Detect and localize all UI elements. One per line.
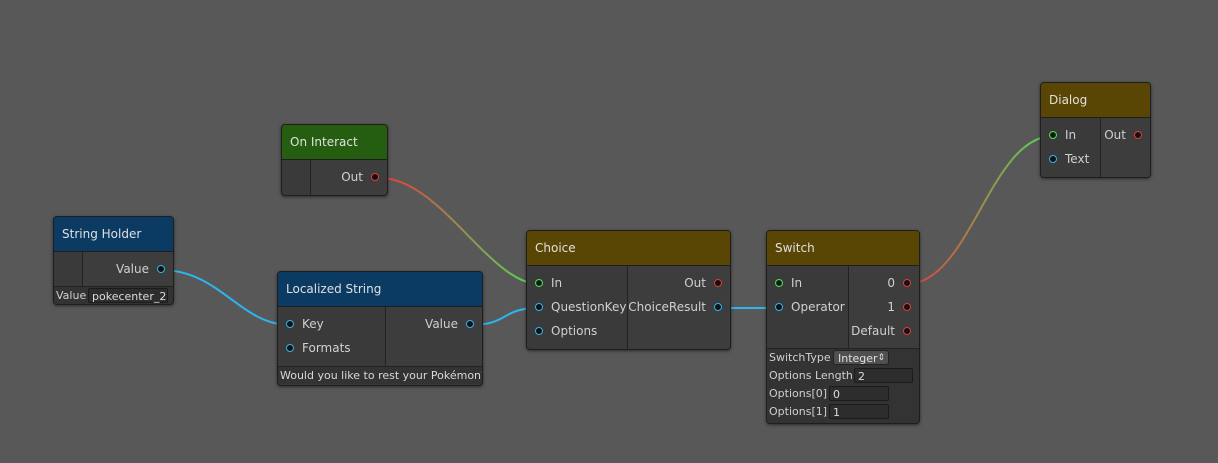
options-length-field[interactable]: 2 bbox=[854, 368, 913, 383]
data-port-icon[interactable] bbox=[157, 265, 165, 273]
port-in-question-key[interactable]: QuestionKey bbox=[527, 295, 626, 319]
option-1-row: Options[1] 1 bbox=[767, 403, 919, 420]
exec-port-icon[interactable] bbox=[714, 279, 722, 287]
dialog-node[interactable]: Dialog In Text Out bbox=[1040, 82, 1151, 178]
node-title[interactable]: On Interact bbox=[282, 125, 387, 160]
switch-type-row: SwitchType Integer ⇕ bbox=[767, 349, 919, 366]
option-0-field[interactable]: 0 bbox=[829, 386, 889, 401]
updown-arrow-icon: ⇕ bbox=[877, 353, 885, 363]
port-out-default[interactable]: Default bbox=[851, 319, 919, 343]
port-out-value[interactable]: Value bbox=[425, 312, 482, 336]
string-holder-node[interactable]: String Holder Value Value pokecenter_2 bbox=[53, 216, 174, 305]
port-label: QuestionKey bbox=[551, 300, 627, 314]
data-port-icon[interactable] bbox=[535, 327, 543, 335]
port-label: Value bbox=[116, 262, 149, 276]
wire-stringholder-to-localized bbox=[160, 269, 291, 326]
port-out-1[interactable]: 1 bbox=[887, 295, 919, 319]
on-interact-node[interactable]: On Interact Out bbox=[281, 124, 388, 196]
field-label: Options[0] bbox=[769, 387, 828, 400]
port-label: Options bbox=[551, 324, 598, 338]
port-out-choice-result[interactable]: ChoiceResult bbox=[628, 295, 730, 319]
wire-switch-to-dialog bbox=[906, 135, 1054, 285]
data-port-icon[interactable] bbox=[775, 303, 783, 311]
exec-port-icon[interactable] bbox=[535, 279, 543, 287]
data-port-icon[interactable] bbox=[466, 320, 474, 328]
port-label: Value bbox=[425, 317, 458, 331]
port-label: 1 bbox=[887, 300, 895, 314]
field-label: SwitchType bbox=[769, 351, 831, 364]
port-out[interactable]: Out bbox=[684, 271, 730, 295]
data-port-icon[interactable] bbox=[286, 320, 294, 328]
exec-port-icon[interactable] bbox=[903, 279, 911, 287]
data-port-icon[interactable] bbox=[535, 303, 543, 311]
port-label: In bbox=[551, 276, 563, 290]
port-label: In bbox=[1065, 128, 1077, 142]
port-out-0[interactable]: 0 bbox=[887, 271, 919, 295]
port-label: Formats bbox=[302, 341, 351, 355]
port-label: Out bbox=[341, 170, 363, 184]
data-port-icon[interactable] bbox=[286, 344, 294, 352]
exec-port-icon[interactable] bbox=[903, 327, 911, 335]
data-port-icon[interactable] bbox=[714, 303, 722, 311]
port-out-value[interactable]: Value bbox=[116, 257, 173, 281]
choice-node[interactable]: Choice In QuestionKey Options Out Choice… bbox=[526, 230, 731, 350]
option-0-row: Options[0] 0 bbox=[767, 385, 919, 402]
exec-port-icon[interactable] bbox=[775, 279, 783, 287]
port-in[interactable]: In bbox=[767, 271, 802, 295]
node-title[interactable]: Choice bbox=[527, 231, 730, 266]
port-label: Default bbox=[851, 324, 895, 338]
localized-string-node[interactable]: Localized String Key Formats Value Would… bbox=[277, 271, 483, 386]
switch-type-dropdown[interactable]: Integer ⇕ bbox=[833, 350, 889, 365]
port-in-operator[interactable]: Operator bbox=[767, 295, 845, 319]
port-label: Out bbox=[1104, 128, 1126, 142]
exec-port-icon[interactable] bbox=[371, 173, 379, 181]
port-label: Text bbox=[1065, 152, 1090, 166]
port-in-options[interactable]: Options bbox=[527, 319, 597, 343]
value-field[interactable]: pokecenter_2 bbox=[88, 288, 168, 303]
option-1-field[interactable]: 1 bbox=[829, 404, 889, 419]
port-label: Key bbox=[302, 317, 324, 331]
exec-port-icon[interactable] bbox=[1134, 131, 1142, 139]
exec-port-icon[interactable] bbox=[1049, 131, 1057, 139]
port-out[interactable]: Out bbox=[341, 165, 387, 189]
port-in[interactable]: In bbox=[1041, 123, 1076, 147]
dropdown-value: Integer bbox=[838, 352, 878, 365]
port-in-key[interactable]: Key bbox=[278, 312, 324, 336]
field-label: Options[1] bbox=[769, 405, 828, 418]
port-label: Operator bbox=[791, 300, 845, 314]
port-label: In bbox=[791, 276, 803, 290]
switch-node[interactable]: Switch In Operator 0 1 Default bbox=[766, 230, 920, 424]
port-label: 0 bbox=[887, 276, 895, 290]
node-title[interactable]: Dialog bbox=[1041, 83, 1150, 118]
node-title[interactable]: Switch bbox=[767, 231, 919, 266]
node-title[interactable]: String Holder bbox=[54, 217, 173, 252]
port-in-formats[interactable]: Formats bbox=[278, 336, 351, 360]
port-out[interactable]: Out bbox=[1104, 123, 1150, 147]
wire-oninteract-to-choice bbox=[379, 177, 540, 285]
port-label: ChoiceResult bbox=[628, 300, 706, 314]
field-label: Value bbox=[56, 289, 87, 302]
data-port-icon[interactable] bbox=[1049, 155, 1057, 163]
exec-port-icon[interactable] bbox=[903, 303, 911, 311]
options-length-row: Options Length 2 bbox=[767, 367, 919, 384]
localized-text-field[interactable]: Would you like to rest your Pokémon? bbox=[278, 366, 482, 384]
port-in[interactable]: In bbox=[527, 271, 562, 295]
node-title[interactable]: Localized String bbox=[278, 272, 482, 307]
port-label: Out bbox=[684, 276, 706, 290]
port-in-text[interactable]: Text bbox=[1041, 147, 1089, 171]
field-label: Options Length bbox=[769, 369, 853, 382]
